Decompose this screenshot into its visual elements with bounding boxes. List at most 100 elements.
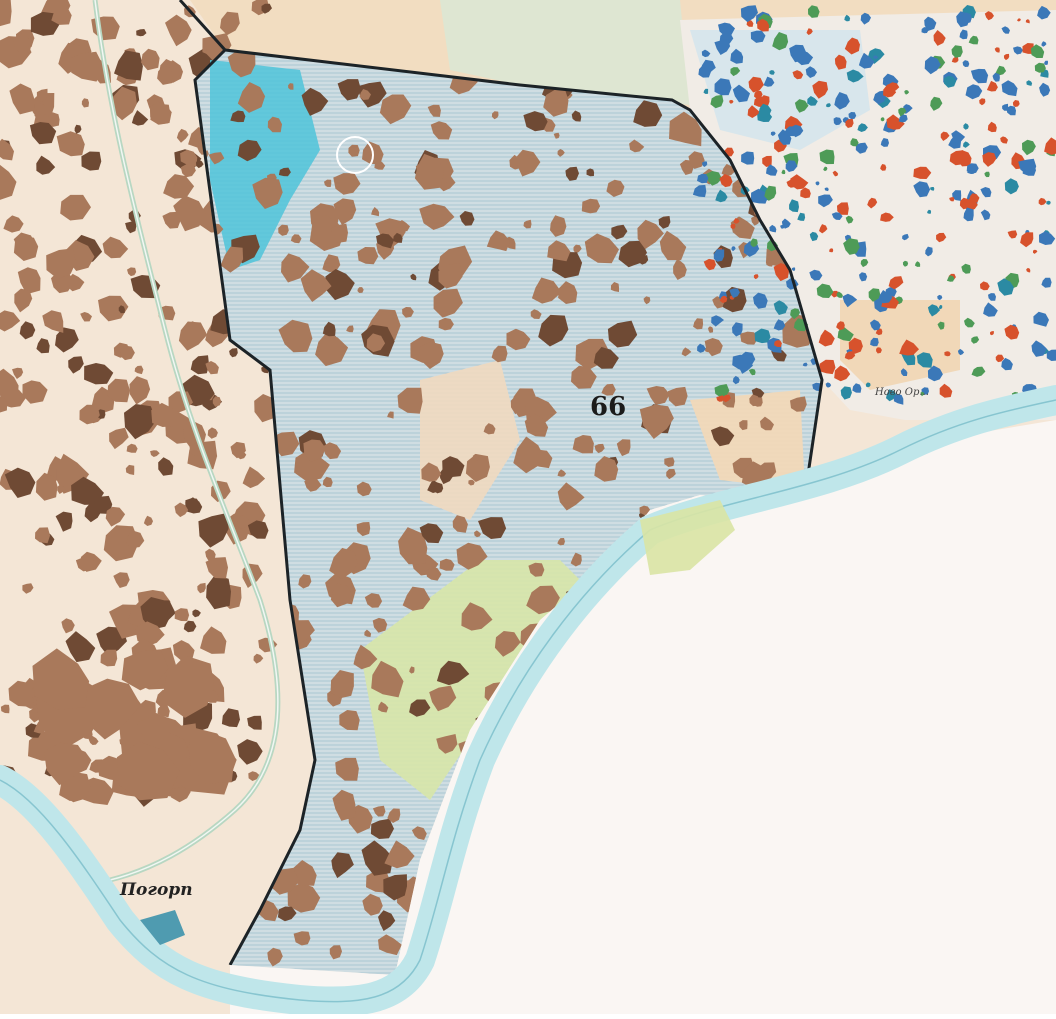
forest-clump — [288, 83, 294, 90]
orchard-tree — [797, 212, 806, 221]
orchard-tree — [834, 54, 847, 70]
forest-clump — [126, 443, 138, 453]
orchard-tree — [733, 218, 740, 224]
forest-clump — [681, 347, 692, 357]
forest-clump — [71, 476, 104, 505]
orchard-tree — [962, 12, 972, 24]
forest-clump — [118, 305, 125, 314]
orchard-tree — [713, 249, 725, 262]
orchard-tree — [800, 187, 811, 199]
forest-clump — [629, 139, 645, 153]
parcel-boundary-west — [178, 0, 317, 966]
forest-clump — [483, 423, 496, 435]
orchard-tree — [714, 384, 730, 397]
forest-clump — [114, 50, 143, 81]
orchard-tree — [951, 45, 963, 58]
orchard-tree — [698, 65, 711, 78]
forest-clump — [12, 367, 24, 379]
forest-clump — [236, 514, 251, 529]
forest-clump — [356, 481, 372, 497]
orchard-tree — [984, 171, 990, 178]
orchard-tree — [1001, 80, 1018, 97]
forest-clump — [530, 309, 542, 319]
orchard-tree — [747, 105, 760, 118]
orchard-tree — [898, 107, 907, 117]
orchard-tree — [809, 269, 823, 281]
forest-clump — [491, 345, 508, 363]
forest-clump — [593, 347, 619, 369]
orchard-tree — [852, 383, 862, 393]
orchard-tree — [964, 317, 975, 328]
forest-clump — [468, 479, 475, 486]
orchard-tree — [971, 336, 980, 344]
orchard-tree — [844, 37, 860, 55]
forest-clump — [4, 467, 36, 498]
orchard-tree — [1003, 53, 1010, 61]
orchard-tree — [937, 294, 943, 301]
forest-clump — [491, 111, 499, 120]
orchard-tree — [1038, 197, 1047, 206]
orchard-tree — [790, 308, 800, 320]
orchard-tree — [937, 321, 945, 330]
orchard-tree — [802, 362, 808, 367]
forest-clump — [571, 110, 582, 122]
orchard-tree — [789, 44, 807, 63]
forest-clump — [180, 149, 198, 167]
forest-clump — [303, 439, 326, 462]
orchard-tree — [790, 174, 809, 190]
forest-clump — [658, 216, 671, 229]
orchard-tree — [815, 181, 820, 186]
forest-clump — [165, 14, 192, 47]
forest-clump — [0, 164, 17, 200]
forest-clump — [573, 244, 582, 254]
forest-clump — [290, 234, 302, 244]
orchard-tree — [754, 90, 763, 100]
orchard-tree — [983, 302, 998, 317]
forest-clump — [430, 121, 453, 140]
forest-clump — [36, 338, 50, 354]
forest-clump — [584, 233, 619, 264]
orchard-tree — [1041, 41, 1047, 47]
forest-clump — [461, 602, 493, 631]
orchard-tree — [961, 263, 971, 274]
forest-clump — [162, 211, 181, 229]
orchard-tree — [701, 49, 711, 58]
forest-clump — [116, 741, 180, 801]
forest-clump — [60, 194, 91, 221]
orchard-tree — [904, 90, 910, 95]
forest-clump — [172, 640, 195, 661]
forest-clump — [348, 144, 360, 157]
forest-clump — [174, 608, 190, 622]
forest-clump — [356, 522, 371, 537]
forest-clump — [427, 104, 441, 117]
orchard-tree — [873, 90, 886, 105]
forest-clump — [287, 882, 321, 913]
orchard-tree — [730, 48, 744, 64]
forest-clump — [315, 332, 349, 367]
forest-clump — [124, 404, 157, 440]
orchard-tree — [1004, 324, 1020, 340]
orchard-tree — [902, 233, 909, 241]
orchard-tree — [731, 246, 736, 252]
orchard-tree — [819, 224, 828, 234]
forest-clump — [705, 346, 710, 353]
forest-clump — [140, 597, 172, 630]
orchard-tree — [825, 103, 831, 108]
orchard-tree — [1039, 82, 1051, 97]
forest-clump — [267, 116, 282, 133]
orchard-tree — [898, 114, 908, 123]
forest-clump — [436, 660, 470, 686]
forest-clump — [378, 701, 389, 713]
forest-clump — [659, 230, 687, 261]
forest-clump — [322, 476, 333, 488]
orchard-tree — [1034, 62, 1046, 73]
orchard-tree — [959, 29, 968, 40]
forest-clump — [294, 450, 330, 482]
orchard-tree — [819, 149, 835, 165]
forest-clump — [581, 198, 601, 214]
forest-clump — [212, 396, 222, 407]
forest-clump — [357, 247, 379, 265]
orchard-tree — [807, 96, 818, 106]
forest-clump — [378, 910, 396, 931]
